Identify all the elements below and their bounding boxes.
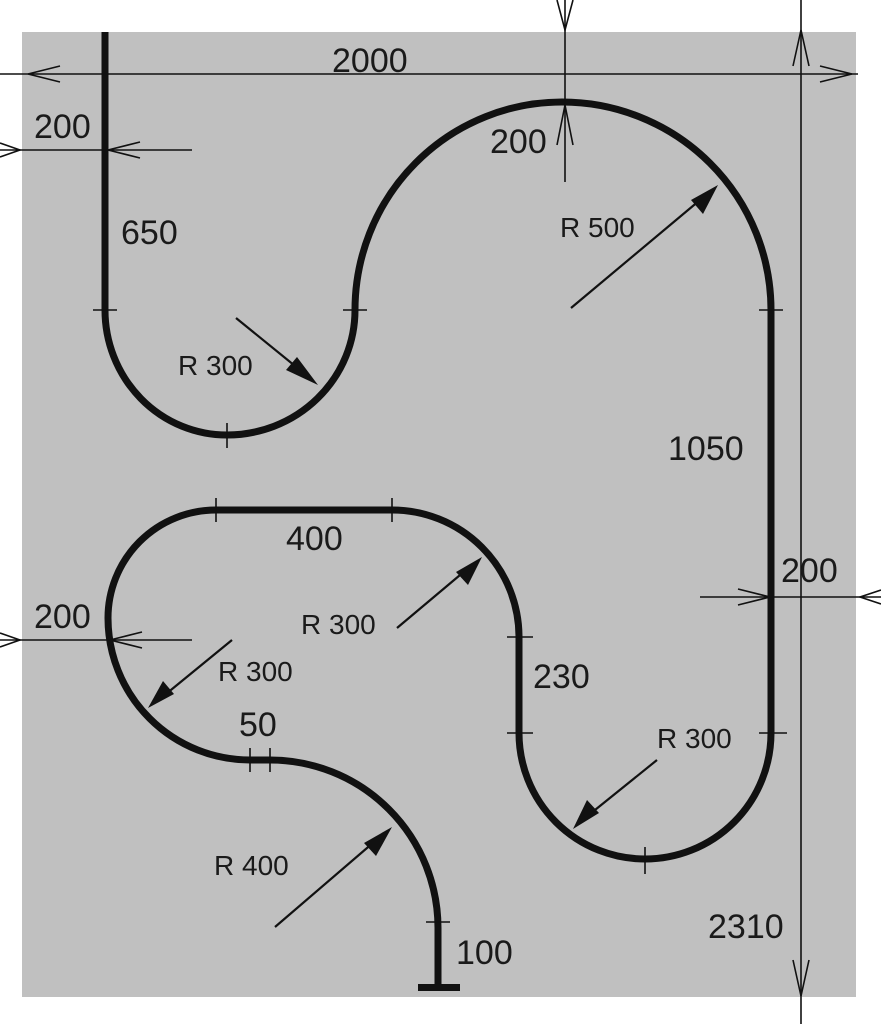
first-bend-radius-label: R 300 <box>178 350 253 381</box>
upper-left-bend-radius-label: R 300 <box>301 609 376 640</box>
segment-ticks <box>93 309 787 923</box>
left-offset-bottom-label: 200 <box>34 598 91 636</box>
left-offset-top-label: 200 <box>34 108 91 146</box>
right-offset-label: 200 <box>781 552 838 590</box>
end-straight-label: 100 <box>456 934 513 972</box>
overall-width-label: 2000 <box>332 42 408 80</box>
left-offset-top-dimension <box>0 141 192 159</box>
bottom-right-bend-radius-label: R 300 <box>657 723 732 754</box>
right-straight-label: 1050 <box>668 430 744 468</box>
first-straight-label: 650 <box>121 214 178 252</box>
top-offset-label: 200 <box>490 123 547 161</box>
radius-leaders <box>148 185 718 928</box>
small-straight-label: 50 <box>239 706 277 744</box>
top-offset-dimension <box>556 0 574 182</box>
right-offset-dimension <box>700 588 881 606</box>
drawing-panel <box>22 32 856 997</box>
lower-left-bend-radius-label: R 300 <box>218 656 293 687</box>
top-straight-label: 400 <box>286 520 343 558</box>
overall-height-dimension <box>792 0 810 1024</box>
top-bend-radius-label: R 500 <box>560 212 635 243</box>
overall-width-dimension <box>0 65 858 83</box>
end-foot <box>418 984 460 991</box>
middle-straight-label: 230 <box>533 658 590 696</box>
overall-height-label: 2310 <box>708 908 784 946</box>
track-path <box>101 32 775 987</box>
final-bend-radius-label: R 400 <box>214 850 289 881</box>
left-offset-bottom-dimension <box>0 631 192 649</box>
